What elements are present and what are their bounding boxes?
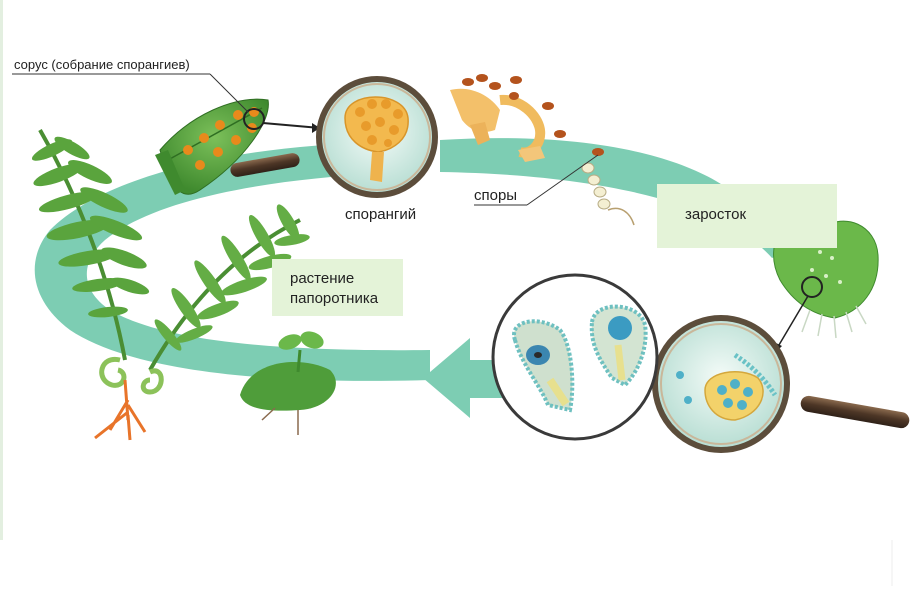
sorus-pointer-line bbox=[262, 122, 321, 129]
magnifier-fertilization bbox=[491, 273, 659, 441]
spore-release-illustration bbox=[450, 74, 635, 226]
prothallus-label: заросток bbox=[685, 206, 746, 223]
spores-label: споры bbox=[474, 187, 517, 204]
bottom-blank-area bbox=[0, 540, 892, 586]
fern-label-line1: растение bbox=[290, 270, 354, 287]
prothallus-pointer-line bbox=[775, 295, 809, 351]
fern-label-box bbox=[272, 259, 403, 316]
sorus-highlight-circle bbox=[243, 108, 265, 130]
fern-label-line2: папоротника bbox=[290, 290, 379, 307]
magnifier-sporangium bbox=[230, 76, 438, 198]
magnifier-gametangia bbox=[652, 315, 910, 453]
page-edge-line bbox=[0, 0, 3, 540]
sorus-leader-line bbox=[209, 73, 249, 113]
prothallus-highlight-circle bbox=[801, 276, 823, 298]
fern-plant-illustration bbox=[31, 129, 310, 441]
sorus-label: сорус (собрание спорангиев) bbox=[14, 57, 190, 72]
young-sporophyte-illustration bbox=[240, 331, 336, 435]
sporangium-label: спорангий bbox=[345, 206, 416, 223]
pinnule-with-sori-illustration bbox=[155, 98, 321, 195]
spores-pointer-line bbox=[526, 154, 599, 206]
prothallus-label-box bbox=[657, 184, 837, 248]
